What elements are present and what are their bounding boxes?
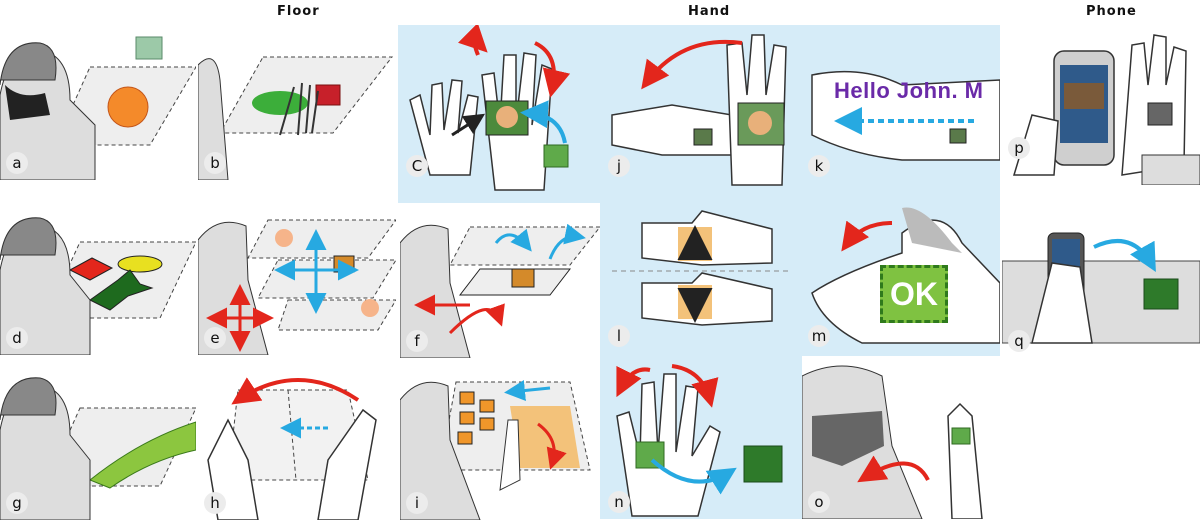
phone-to-floor-illustration: [1002, 232, 1200, 344]
floor-rotate-illustration: [400, 223, 600, 358]
floor-ball-illustration: [0, 36, 196, 180]
panel-label: i: [406, 492, 428, 514]
panel-m: OK m: [802, 203, 1000, 353]
phone-hand-illustration: [1012, 34, 1200, 185]
panel-label: k: [808, 155, 830, 177]
panel-e: e: [198, 200, 396, 355]
floor-bar-illustration: [0, 377, 196, 520]
panel-i: i: [400, 360, 600, 520]
hello-message: Hello John. M: [834, 78, 984, 103]
panel-c: C: [400, 25, 600, 203]
panel-label: a: [6, 152, 28, 174]
floor-hand-touch-illustration: [198, 56, 394, 180]
hand-scroll-illustration: [612, 210, 792, 326]
panel-p: p: [1002, 25, 1200, 185]
panel-n: n: [602, 356, 800, 519]
floor-shapes-illustration: [0, 217, 196, 355]
panel-f: f: [400, 203, 600, 358]
header-hand: Hand: [688, 4, 731, 19]
panel-label: n: [608, 491, 630, 513]
panel-label: C: [406, 155, 428, 177]
header-phone: Phone: [1086, 4, 1137, 19]
panel-g: g: [0, 360, 196, 520]
panel-label: b: [204, 152, 226, 174]
hand-throw-cube-illustration: [616, 364, 783, 517]
panel-h: h: [198, 360, 396, 520]
floor-page-flip-illustration: [207, 377, 377, 520]
hand-message-illustration: [811, 70, 1000, 161]
panel-label: p: [1008, 137, 1030, 159]
panel-a: a: [0, 25, 196, 180]
panel-label: j: [608, 155, 630, 177]
panel-label: l: [608, 325, 630, 347]
hand-swap-photo-illustration: [611, 34, 787, 186]
panel-d: d: [0, 200, 196, 355]
panel-label: o: [808, 491, 830, 513]
panel-j: j: [602, 25, 800, 203]
hand-select-photo-illustration: [409, 25, 571, 191]
floor-layers-illustration: [198, 219, 396, 355]
panel-o: o: [802, 356, 1000, 519]
panel-label: q: [1008, 330, 1030, 352]
header-floor: Floor: [277, 4, 320, 19]
panel-l: l: [602, 203, 800, 353]
panel-b: b: [198, 25, 396, 180]
panel-k: Hello John. M k: [802, 25, 1000, 203]
ok-button-projection: OK: [880, 265, 948, 323]
panel-label: m: [808, 325, 830, 347]
floor-group-select-illustration: [400, 380, 591, 520]
hand-return-cube-illustration: [802, 356, 1000, 519]
panel-label: d: [6, 327, 28, 349]
panel-label: g: [6, 492, 28, 514]
panel-label: h: [204, 492, 226, 514]
panel-label: f: [406, 330, 428, 352]
panel-q: q: [1002, 203, 1200, 358]
panel-label: e: [204, 327, 226, 349]
